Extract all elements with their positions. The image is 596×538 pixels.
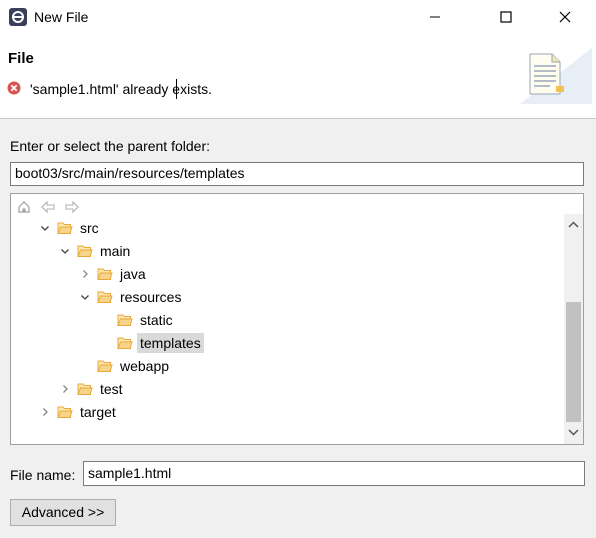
maximize-button[interactable]: [483, 0, 529, 34]
folder-open-icon: [97, 359, 113, 373]
tree-item-label: target: [80, 404, 116, 420]
back-icon: [41, 200, 55, 214]
parent-folder-input[interactable]: boot03/src/main/resources/templates: [10, 162, 584, 186]
tree-item[interactable]: target: [38, 401, 119, 423]
chevron-down-icon[interactable]: [58, 244, 72, 258]
minimize-icon: [430, 16, 440, 18]
file-name-input[interactable]: sample1.html: [83, 461, 585, 486]
tree-item[interactable]: src: [38, 217, 102, 239]
title-bar: New File: [0, 0, 596, 34]
tree-scrollbar[interactable]: [564, 214, 583, 444]
maximize-icon: [500, 11, 512, 23]
tree-spacer: [98, 336, 112, 350]
tree-item-label: java: [120, 266, 146, 282]
forward-icon: [65, 200, 79, 214]
chevron-right-icon[interactable]: [38, 405, 52, 419]
parent-folder-label: Enter or select the parent folder:: [10, 138, 210, 154]
tree-item-label: src: [80, 220, 99, 236]
home-button[interactable]: [15, 198, 33, 216]
chevron-down-icon[interactable]: [38, 221, 52, 235]
chevron-right-icon[interactable]: [78, 267, 92, 281]
tree-item[interactable]: resources: [78, 286, 184, 308]
folder-open-icon: [117, 336, 133, 350]
folder-open-icon: [97, 267, 113, 281]
tree-nav-bar: [15, 196, 81, 218]
folder-open-icon: [117, 313, 133, 327]
back-button[interactable]: [39, 198, 57, 216]
home-icon: [18, 201, 30, 213]
tree-item-label: static: [140, 312, 173, 328]
file-name-label: File name:: [10, 467, 76, 483]
tree-item[interactable]: static: [98, 309, 176, 331]
tree-item-label: test: [100, 381, 123, 397]
tree-spacer: [78, 359, 92, 373]
tree-item-label: main: [100, 243, 131, 259]
scroll-down-icon[interactable]: [567, 426, 580, 439]
scroll-thumb[interactable]: [566, 302, 581, 422]
tree-spacer: [98, 313, 112, 327]
tree-item-label: templates: [137, 333, 204, 353]
close-button[interactable]: [542, 0, 588, 34]
error-message: 'sample1.html' already exists.: [30, 81, 212, 97]
close-icon: [559, 11, 571, 23]
folder-open-icon: [57, 221, 73, 235]
forward-button[interactable]: [63, 198, 81, 216]
new-file-wizard-icon: [520, 48, 592, 104]
folder-open-icon: [97, 290, 113, 304]
tree-item[interactable]: java: [78, 263, 149, 285]
tree-item-label: resources: [120, 289, 182, 305]
error-icon: [7, 81, 21, 95]
page-title: File: [8, 50, 34, 67]
wizard-banner: File 'sample1.html' already exists.: [0, 34, 596, 119]
tree-item[interactable]: main: [58, 240, 133, 262]
chevron-down-icon[interactable]: [78, 290, 92, 304]
folder-open-icon: [57, 405, 73, 419]
eclipse-app-icon: [9, 8, 27, 26]
advanced-button[interactable]: Advanced >>: [10, 499, 116, 526]
scroll-up-icon[interactable]: [567, 218, 580, 231]
text-cursor: [176, 79, 177, 99]
tree-item[interactable]: test: [58, 378, 126, 400]
minimize-button[interactable]: [412, 0, 458, 34]
folder-open-icon: [77, 382, 93, 396]
tree-item[interactable]: templates: [98, 332, 204, 354]
folder-open-icon: [77, 244, 93, 258]
tree-item-label: webapp: [120, 358, 170, 374]
chevron-right-icon[interactable]: [58, 382, 72, 396]
tree-item[interactable]: webapp: [78, 355, 172, 377]
window-title: New File: [34, 9, 89, 25]
